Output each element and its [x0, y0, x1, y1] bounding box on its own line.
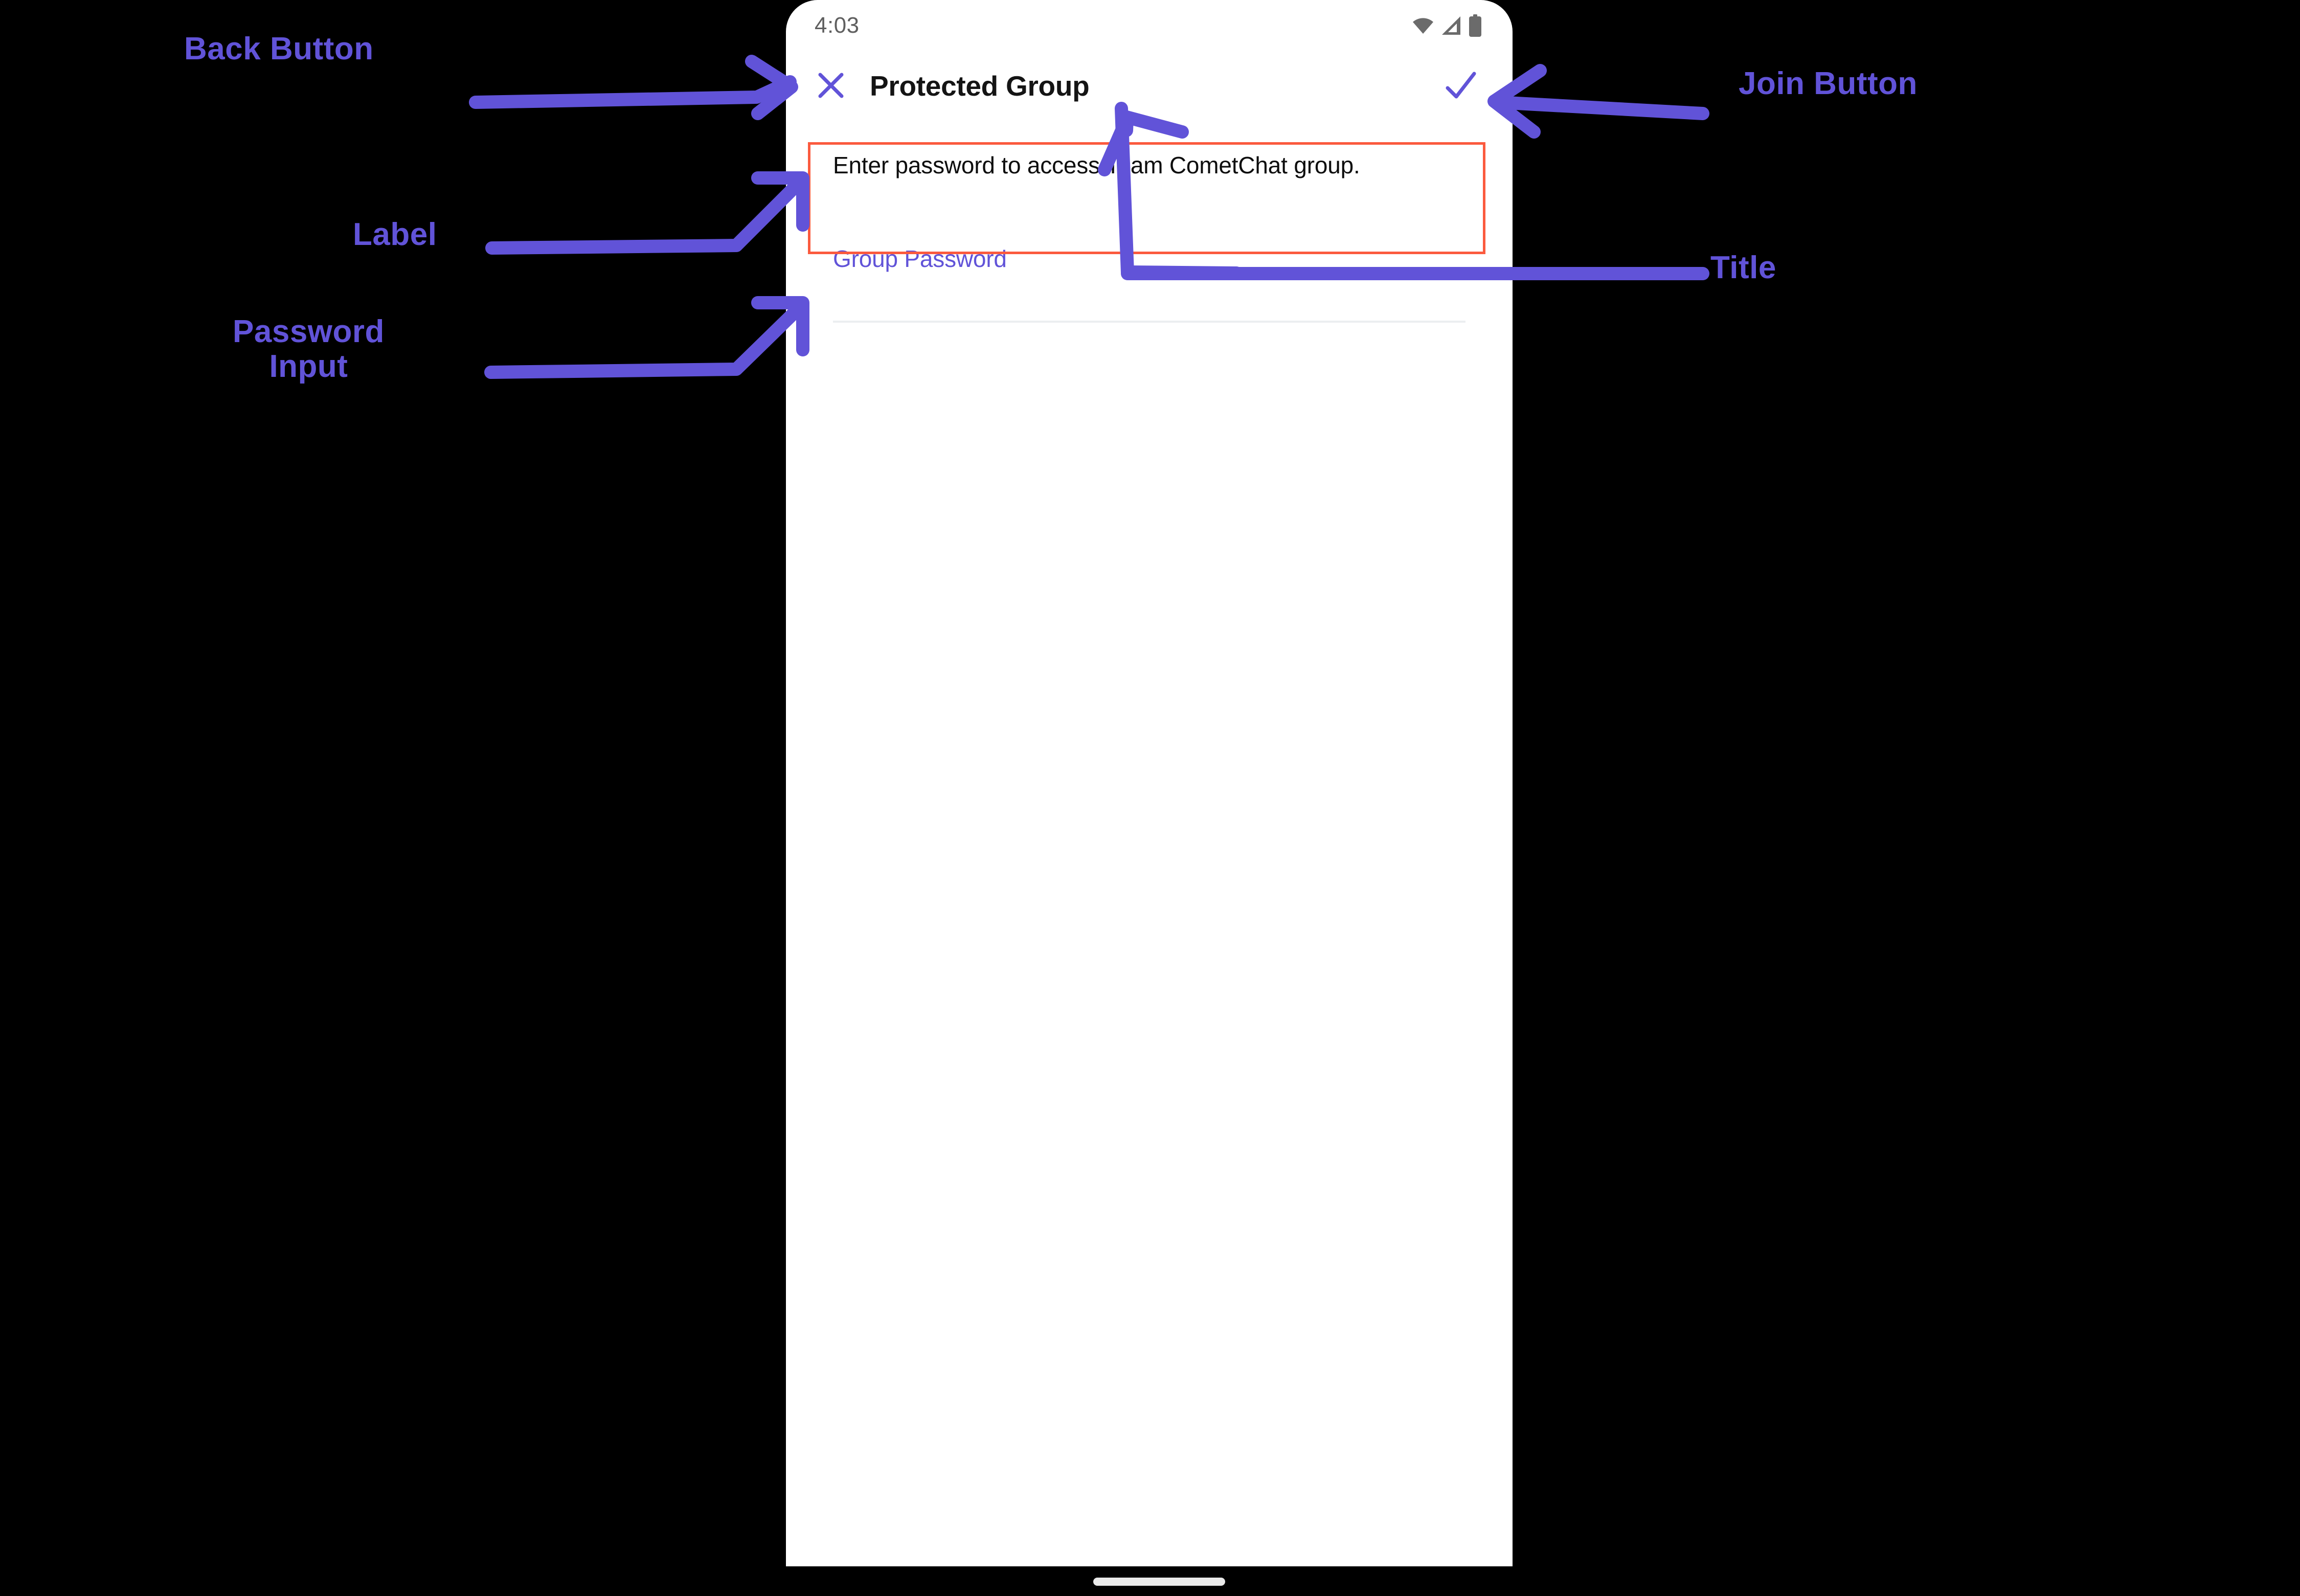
status-bar-icons — [1412, 14, 1482, 37]
join-button-arrow — [1487, 64, 1709, 139]
join-checkmark-button[interactable] — [1437, 61, 1486, 110]
annotation-label-password-input: Password Input — [233, 314, 385, 385]
phone-screen: 4:03 — [786, 0, 1513, 1566]
app-bar: Protected Group — [786, 51, 1513, 121]
cellular-signal-icon — [1441, 15, 1461, 36]
label-arrow — [485, 171, 809, 255]
system-navigation-bar — [0, 1566, 2300, 1596]
annotation-label-label: Label — [353, 217, 437, 252]
annotation-label-join-button: Join Button — [1739, 66, 1918, 101]
annotation-label-title: Title — [1710, 250, 1776, 285]
group-password-input[interactable] — [833, 271, 1465, 321]
password-input-arrow — [484, 296, 809, 379]
checkmark-icon — [1444, 70, 1479, 103]
status-bar-clock: 4:03 — [815, 13, 860, 38]
page-title: Protected Group — [870, 70, 1090, 102]
wifi-icon — [1412, 17, 1434, 34]
password-field-underline — [833, 321, 1465, 323]
main-content: Enter password to access Team CometChat … — [786, 121, 1513, 323]
home-gesture-pill[interactable] — [1093, 1578, 1225, 1586]
battery-icon — [1469, 14, 1482, 37]
password-description-label: Enter password to access Team CometChat … — [833, 152, 1360, 178]
back-button-arrow — [469, 55, 798, 120]
close-x-icon-button[interactable] — [806, 61, 855, 110]
annotation-label-back-button: Back Button — [184, 31, 374, 66]
password-field-group[interactable]: Group Password — [833, 247, 1465, 323]
group-password-label: Group Password — [833, 245, 1007, 273]
status-bar: 4:03 — [786, 0, 1513, 51]
close-x-icon — [815, 70, 847, 103]
